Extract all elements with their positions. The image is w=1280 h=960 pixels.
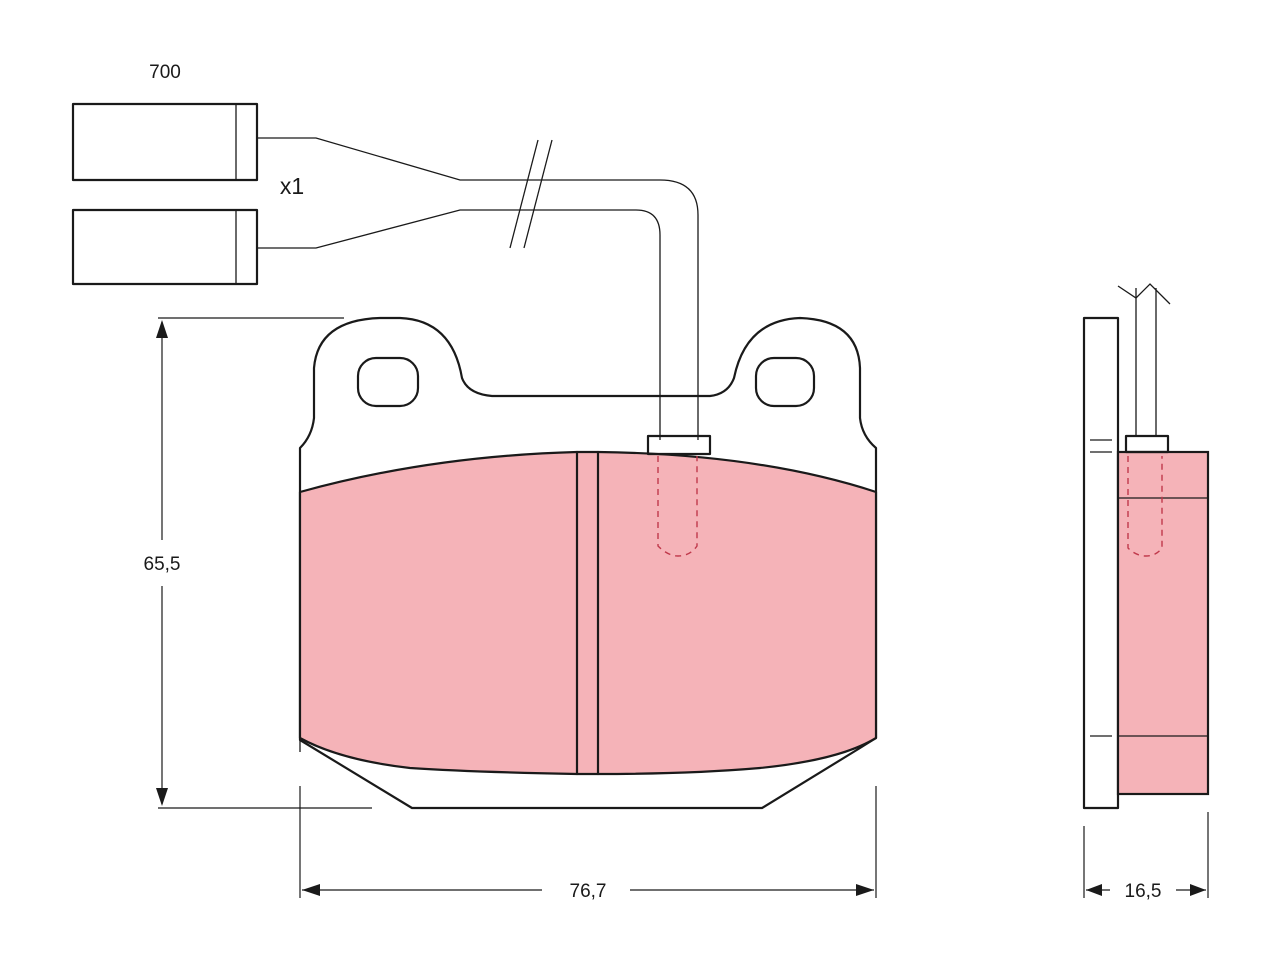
sensor-clip [646, 434, 712, 456]
sensor-quantity-label: x1 [280, 173, 304, 199]
friction-material [298, 450, 878, 776]
pad-front-view [298, 316, 878, 810]
backing-plate [298, 316, 878, 810]
sensor-connector-bottom [71, 208, 259, 286]
side-sensor-clip [1124, 434, 1170, 454]
height-label: 65,5 [144, 554, 181, 575]
dimension-thickness: 16,5 [1083, 812, 1209, 902]
pad-side-view [1082, 283, 1210, 810]
sensor-wire-outer [257, 137, 699, 440]
wear-sensor: 700 x1 [71, 62, 699, 440]
sensor-length-label: 700 [149, 62, 181, 83]
mounting-hole-right [754, 356, 816, 408]
dimension-height: 65,5 [144, 317, 372, 809]
dimension-width: 76,7 [299, 786, 877, 902]
sensor-pin-hidden [657, 456, 698, 557]
side-backing-plate [1082, 316, 1120, 810]
sensor-wire-inner [257, 209, 661, 440]
sensor-connector-top [71, 102, 259, 182]
width-label: 76,7 [570, 881, 607, 902]
side-friction-material [1116, 450, 1210, 796]
mounting-hole-left [356, 356, 420, 408]
thickness-label: 16,5 [1125, 881, 1162, 902]
